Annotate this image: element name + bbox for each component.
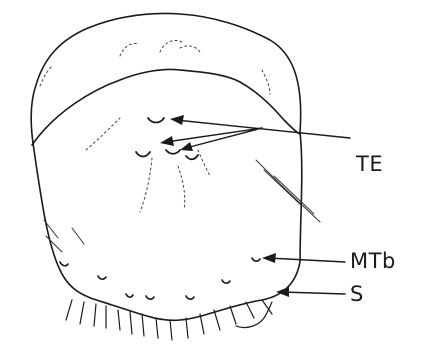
upper-band-texture-curl-right bbox=[180, 46, 200, 52]
upper-band-texture-curl-left bbox=[120, 44, 138, 57]
s-leader-line bbox=[282, 292, 345, 294]
te-arrowhead-3 bbox=[180, 142, 193, 151]
fringe-seta-3 bbox=[94, 304, 96, 326]
fringe-seta-9 bbox=[170, 320, 172, 340]
te-leader-line-2 bbox=[166, 128, 262, 142]
fringe-seta-8 bbox=[156, 318, 158, 338]
te-arrowhead-2 bbox=[160, 136, 174, 146]
fringe-seta-7 bbox=[142, 314, 144, 336]
inner-texture-d bbox=[198, 150, 210, 176]
tubercle-mid bbox=[166, 150, 180, 154]
mtb-arrowhead bbox=[262, 253, 276, 263]
outer-plate-outline bbox=[31, 14, 302, 321]
marginal-tubercle-6 bbox=[222, 280, 230, 283]
label-mtb: MTb bbox=[350, 249, 396, 273]
fringe-seta-13 bbox=[230, 306, 236, 324]
tubercle-left bbox=[136, 152, 150, 157]
fringe-seta-1 bbox=[66, 300, 72, 320]
label-te: TE bbox=[356, 152, 383, 176]
inner-texture-c bbox=[178, 166, 185, 210]
marginal-tubercle-1 bbox=[60, 262, 68, 266]
marginal-tubercle-7 bbox=[252, 258, 260, 261]
fringe-seta-6 bbox=[130, 312, 132, 334]
inner-texture-a bbox=[86, 118, 120, 150]
mtb-leader-line bbox=[268, 258, 345, 262]
seta-left-3 bbox=[72, 228, 84, 244]
fringe-seta-11 bbox=[200, 314, 204, 334]
marginal-tubercle-4 bbox=[146, 296, 154, 299]
tubercle-right bbox=[186, 155, 198, 159]
tubercle-upper bbox=[148, 118, 164, 123]
marginal-tubercle-5 bbox=[186, 296, 194, 299]
marginal-tubercle-2 bbox=[98, 276, 106, 279]
fringe-seta-5 bbox=[118, 310, 120, 330]
te-arrowhead-1 bbox=[170, 115, 184, 125]
seta-right-2 bbox=[264, 170, 302, 206]
fringe-seta-2 bbox=[80, 302, 84, 324]
s-arrowhead bbox=[276, 287, 289, 297]
upper-band-texture-right bbox=[262, 70, 270, 94]
inner-lobe-boundary bbox=[32, 69, 300, 145]
fringe-seta-12 bbox=[214, 310, 220, 330]
label-s: S bbox=[350, 282, 364, 306]
fringe-seta-10 bbox=[186, 318, 188, 338]
upper-band-texture-curl-mid bbox=[160, 40, 182, 52]
inner-texture-b bbox=[140, 158, 152, 212]
fringe-seta-14 bbox=[246, 302, 254, 318]
te-leader-line-1 bbox=[176, 120, 350, 138]
marginal-tubercle-3 bbox=[126, 294, 133, 297]
seta-left-1 bbox=[44, 220, 58, 238]
seta-left-2 bbox=[46, 236, 62, 252]
seta-right-3 bbox=[274, 176, 314, 214]
